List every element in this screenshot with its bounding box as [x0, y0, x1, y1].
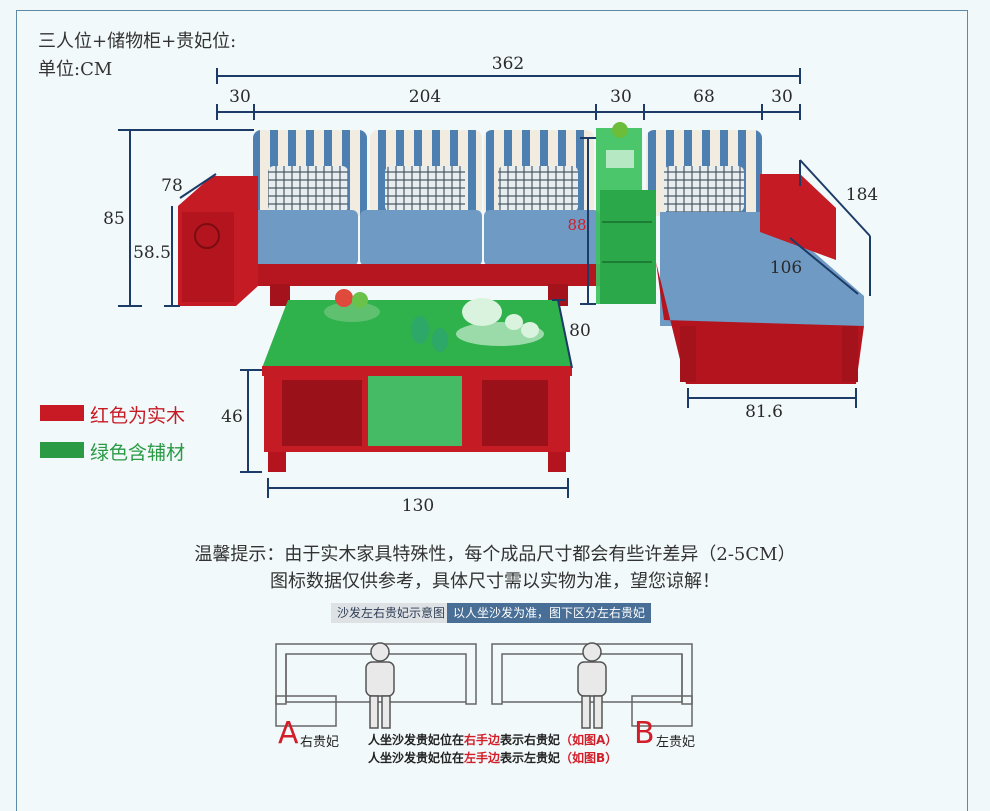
person-icon-b	[577, 642, 607, 729]
seat-cushion-2	[360, 210, 482, 266]
caption1-pre: 人坐沙发贵妃位在	[368, 733, 465, 747]
caption-left-chaise: 人坐沙发贵妃位在左手边表示左贵妃（如图B）	[368, 749, 617, 766]
orientation-diagrams	[275, 642, 693, 729]
fruit-bowl	[324, 302, 380, 322]
dim-chaise-width: 81.6	[745, 402, 783, 422]
seat-cushion-3	[484, 210, 600, 266]
dim-table-height: 46	[221, 407, 243, 427]
caption2-highlight: 左手边	[464, 751, 501, 765]
dim-table-depth: 80	[569, 321, 591, 341]
dim-arm-left: 30	[229, 87, 251, 107]
product-title: 三人位+储物柜+贵妃位:	[38, 31, 237, 52]
throw-pillow-2	[385, 166, 465, 212]
label-b-letter: B	[634, 716, 655, 751]
dim-cabinet-width: 30	[610, 87, 632, 107]
legend-red-label: 红色为实木	[90, 405, 186, 427]
dim-three-seat: 204	[409, 87, 441, 107]
dim-chaise-seat: 68	[693, 87, 715, 107]
sofa-dimension-diagram: 362 30 204 30 68 30 85 78 58.5 88 184 10…	[103, 54, 878, 516]
caption1-highlight: 右手边	[464, 733, 501, 747]
caption2-ref: （如图B）	[560, 751, 618, 765]
caption1-ref: （如图A）	[560, 733, 618, 747]
dim-cabinet-height: 88	[567, 216, 586, 234]
legend-green-label: 绿色含辅材	[90, 442, 186, 464]
chaise-lounge	[660, 212, 864, 326]
dim-arm-right: 30	[771, 87, 793, 107]
legend-green-swatch	[40, 442, 84, 458]
caption-right-chaise: 人坐沙发贵妃位在右手边表示右贵妃（如图A）	[368, 731, 617, 748]
sofa-illustration	[178, 122, 864, 384]
right-armrest	[760, 174, 836, 260]
caption1-mid: 表示右贵妃	[500, 733, 561, 747]
dim-total-width: 362	[492, 54, 524, 74]
dimension-lines	[118, 68, 871, 498]
dim-seat-height: 58.5	[133, 243, 171, 263]
seat-cushion-1	[236, 210, 358, 266]
guide-tag-left: 沙发左右贵妃示意图	[331, 603, 452, 623]
throw-pillow-1	[268, 166, 348, 212]
coffee-table-illustration	[262, 289, 572, 472]
unit-label: 单位:CM	[38, 59, 113, 80]
sofa-outline-a	[275, 643, 477, 705]
label-a-letter: A	[278, 716, 299, 751]
label-b-text: 左贵妃	[656, 735, 696, 750]
note-line-2: 图标数据仅供参考，具体尺寸需以实物为准，望您谅解！	[270, 571, 720, 592]
caption2-mid: 表示左贵妃	[500, 751, 561, 765]
dim-chaise-length: 184	[846, 185, 878, 205]
label-a-text: 右贵妃	[300, 735, 340, 750]
dim-table-width: 130	[402, 496, 434, 516]
guide-tag-right: 以人坐沙发为准，图下区分左右贵妃	[447, 603, 652, 623]
sofa-base	[234, 264, 604, 286]
dim-arm-depth: 78	[161, 176, 183, 196]
legend-red-swatch	[40, 405, 84, 421]
note-line-1: 温馨提示：由于实木家具特殊性，每个成品尺寸都会有些许差异（2-5CM）	[194, 544, 796, 565]
dim-total-height: 85	[103, 209, 125, 229]
dim-chaise-inner: 106	[770, 258, 802, 278]
caption2-pre: 人坐沙发贵妃位在	[368, 751, 465, 765]
person-icon-a	[365, 642, 395, 729]
throw-pillow-4	[664, 166, 744, 212]
throw-pillow-3	[498, 166, 578, 212]
